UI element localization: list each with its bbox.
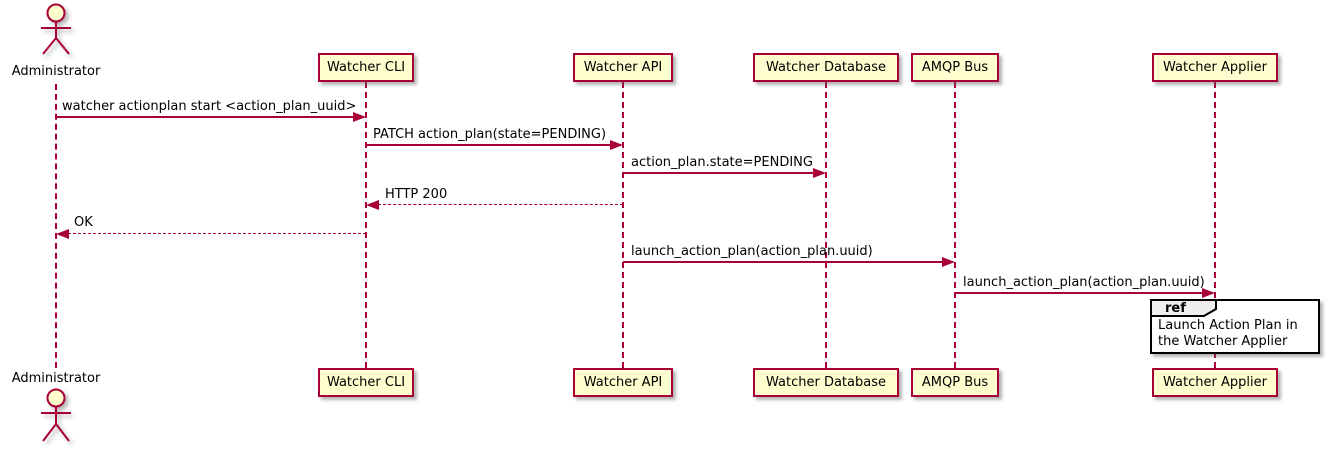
participant-watcher-cli-top: Watcher CLI [318, 53, 414, 82]
participant-watcher-applier-bottom: Watcher Applier [1152, 368, 1278, 397]
ref-text: Launch Action Plan in the Watcher Applie… [1158, 318, 1298, 349]
message-line-1 [56, 116, 354, 118]
arrowhead-icon [813, 168, 826, 178]
arrowhead-icon [56, 229, 69, 239]
ref-fragment: ref Launch Action Plan in the Watcher Ap… [1150, 299, 1320, 354]
message-label-4: HTTP 200 [385, 187, 448, 202]
lifeline-watcher-api [622, 82, 624, 368]
participant-watcher-database-top: Watcher Database [753, 53, 899, 82]
message-line-5 [68, 233, 366, 234]
message-line-6 [623, 261, 944, 263]
message-label-6: launch_action_plan(action_plan.uuid) [631, 244, 873, 259]
lifeline-watcher-database [825, 82, 827, 368]
actor-icon [41, 3, 71, 55]
message-label-7: launch_action_plan(action_plan.uuid) [963, 275, 1205, 290]
participant-watcher-database-bottom: Watcher Database [753, 368, 899, 397]
participant-watcher-api-top: Watcher API [573, 53, 673, 82]
lifeline-administrator [55, 84, 57, 368]
arrowhead-icon [353, 112, 366, 122]
participant-amqp-bus-top: AMQP Bus [911, 53, 999, 82]
message-label-5: OK [74, 215, 93, 230]
message-line-2 [366, 144, 611, 146]
message-line-3 [623, 172, 815, 174]
message-line-4 [378, 204, 623, 205]
participant-watcher-api-bottom: Watcher API [573, 368, 673, 397]
lifeline-watcher-cli [365, 82, 367, 368]
message-line-7 [955, 292, 1203, 294]
ref-tab-icon [1150, 299, 1217, 317]
lifeline-amqp-bus [954, 82, 956, 368]
actor-icon [41, 388, 71, 442]
arrowhead-icon [610, 140, 623, 150]
message-label-1: watcher actionplan start <action_plan_uu… [62, 99, 357, 114]
participant-watcher-applier-top: Watcher Applier [1152, 53, 1278, 82]
message-label-2: PATCH action_plan(state=PENDING) [373, 127, 607, 142]
participant-watcher-cli-bottom: Watcher CLI [318, 368, 414, 397]
actor-label-top: Administrator [11, 64, 101, 79]
arrowhead-icon [1202, 288, 1215, 298]
message-label-3: action_plan.state=PENDING [631, 155, 813, 170]
lifeline-watcher-applier [1214, 82, 1216, 368]
ref-keyword: ref [1165, 301, 1186, 316]
arrowhead-icon [366, 200, 379, 210]
participant-amqp-bus-bottom: AMQP Bus [911, 368, 999, 397]
actor-label-bottom: Administrator [11, 371, 101, 386]
arrowhead-icon [942, 257, 955, 267]
